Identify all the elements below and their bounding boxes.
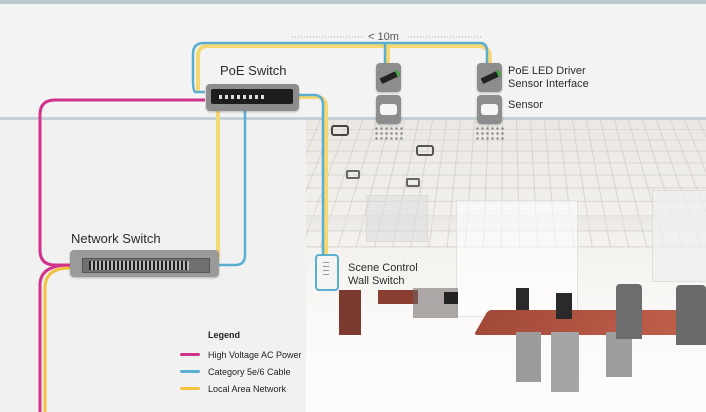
led-driver-label-line2: Sensor Interface xyxy=(508,78,589,91)
wall-switch-label-line2: Wall Switch xyxy=(348,275,404,288)
lan-uplink xyxy=(45,268,70,412)
lan-to-network-switch xyxy=(190,110,218,268)
distance-label: < 10m xyxy=(368,31,399,44)
legend-title: Legend xyxy=(208,330,302,340)
cat-cable-to-wall-switch xyxy=(273,95,323,255)
led-driver-2[interactable] xyxy=(477,63,502,92)
scene-control-wall-switch[interactable] xyxy=(315,254,339,291)
led-driver-1[interactable] xyxy=(376,63,401,92)
switch-icon xyxy=(211,89,293,104)
legend: Legend High Voltage AC Power Category 5e… xyxy=(180,330,302,397)
blue-line-swatch-icon xyxy=(180,370,200,373)
led-driver-icon xyxy=(380,70,401,84)
sensor-detection-icon xyxy=(475,126,505,142)
led-driver-label-line1: PoE LED Driver xyxy=(508,65,586,78)
wall-switch-icon xyxy=(323,262,329,276)
switch-icon xyxy=(82,258,210,273)
sensor-label: Sensor xyxy=(508,99,543,112)
legend-item-cat-cable: Category 5e/6 Cable xyxy=(180,363,302,380)
poe-switch[interactable] xyxy=(206,84,299,111)
legend-item-lan: Local Area Network xyxy=(180,380,302,397)
led-driver-icon xyxy=(481,70,502,84)
sensor-icon xyxy=(481,104,498,115)
lan-to-wall-switch xyxy=(273,97,326,255)
network-switch-label: Network Switch xyxy=(71,231,161,246)
sensor-2[interactable] xyxy=(477,95,502,124)
magenta-line-swatch-icon xyxy=(180,353,200,356)
yellow-line-swatch-icon xyxy=(180,387,200,390)
sensor-1[interactable] xyxy=(376,95,401,124)
sensor-icon xyxy=(380,104,397,115)
wall-switch-label-line1: Scene Control xyxy=(348,262,418,275)
sensor-detection-icon xyxy=(374,126,404,142)
legend-item-ac-power: High Voltage AC Power xyxy=(180,346,302,363)
poe-switch-label: PoE Switch xyxy=(220,63,286,78)
network-switch[interactable] xyxy=(70,250,219,277)
